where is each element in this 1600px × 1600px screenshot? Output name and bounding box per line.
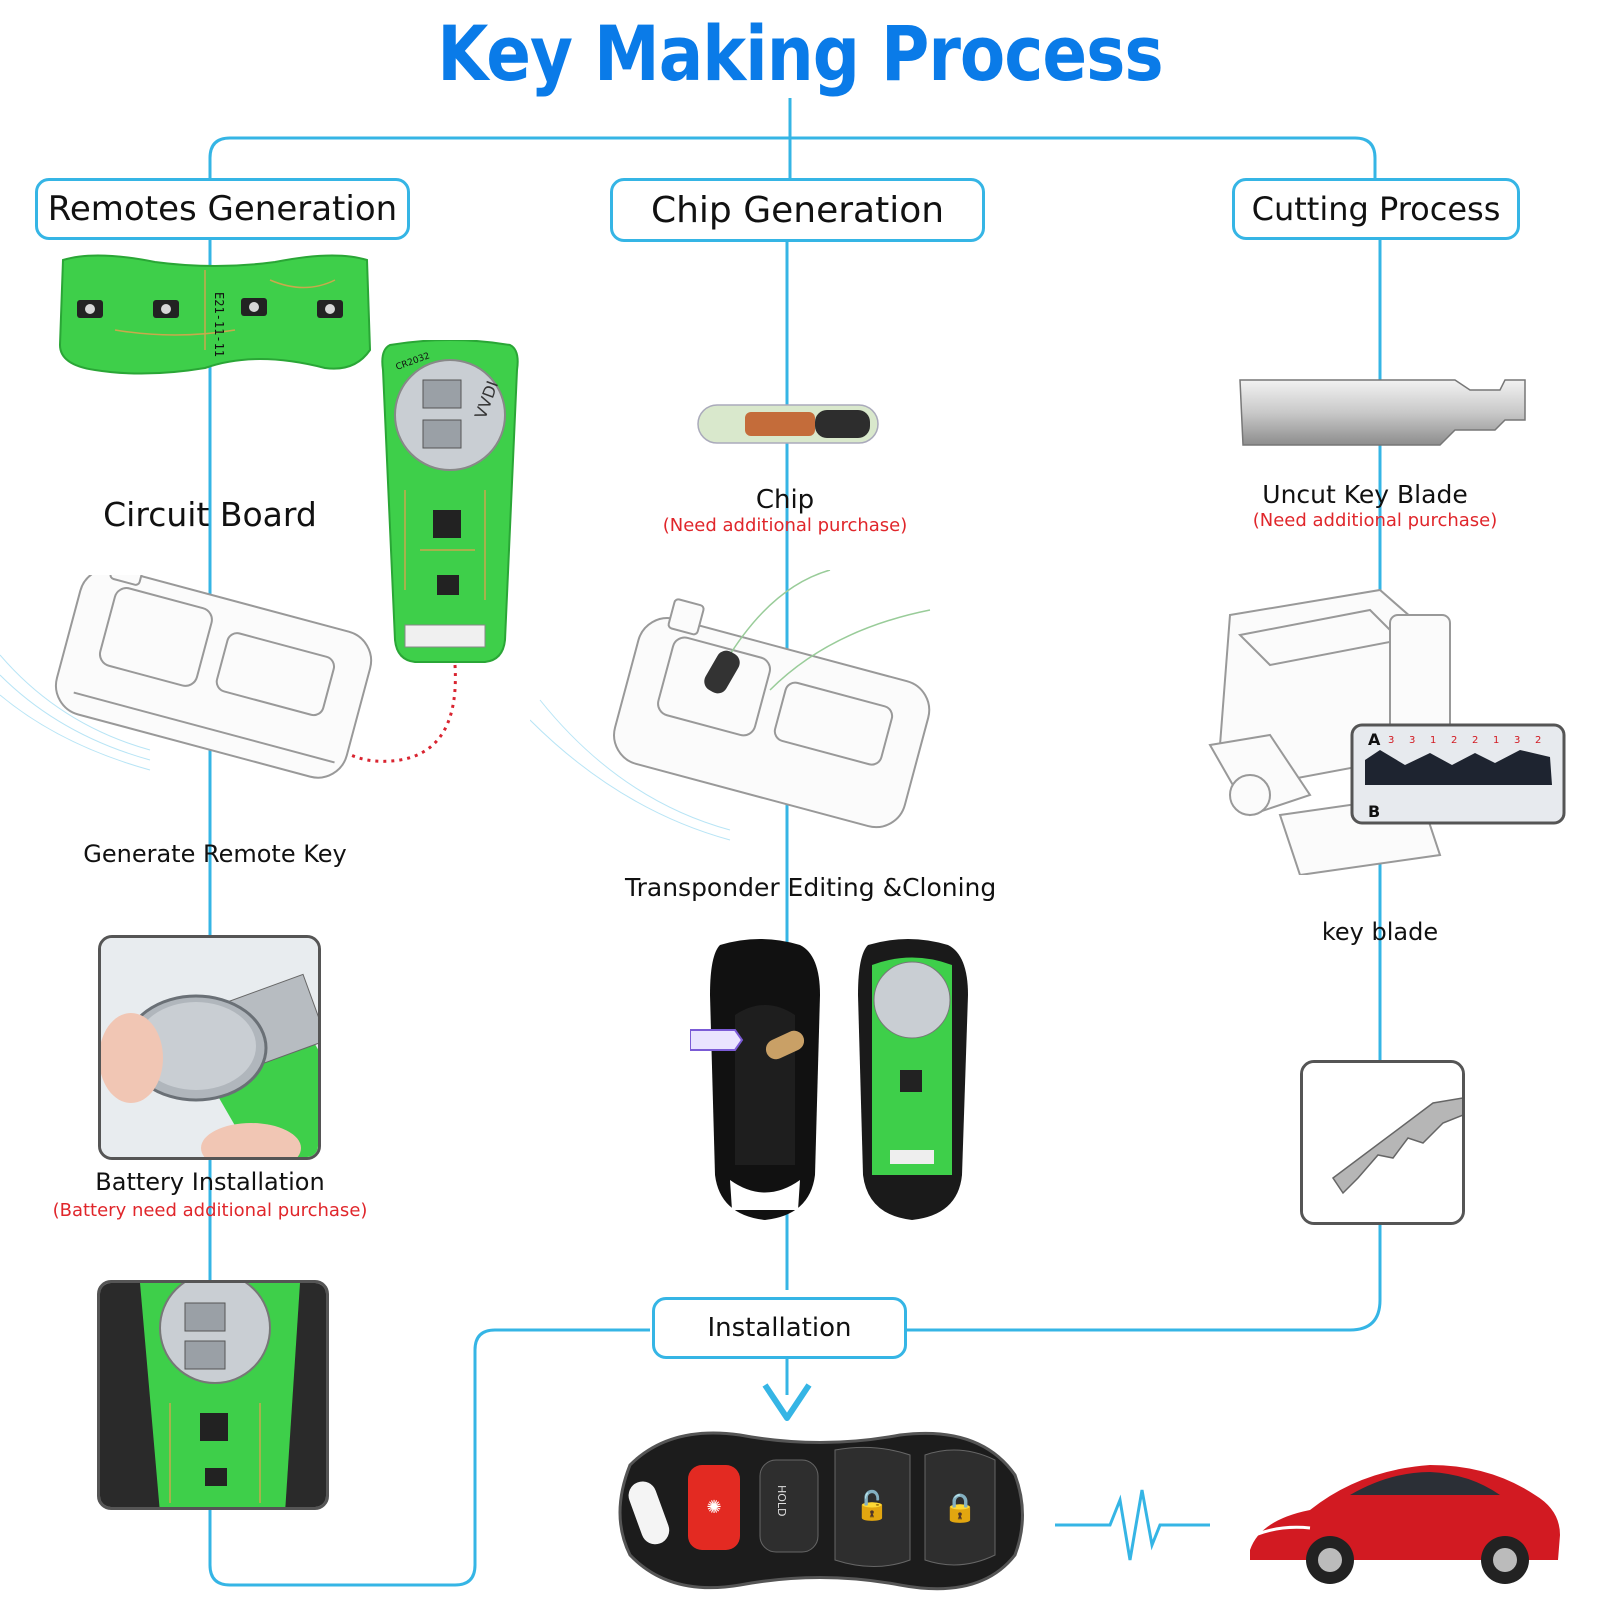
cut-depth-5: 2 — [1472, 735, 1478, 746]
connector-icon — [404, 624, 486, 648]
panic-button — [688, 1465, 740, 1550]
blade-purchase-note: (Need additional purchase) — [1252, 510, 1498, 531]
svg-text:✺: ✺ — [706, 1497, 721, 1518]
lock-button — [924, 1449, 996, 1566]
profile-side-b: B — [1368, 802, 1380, 821]
installed-board-photo — [97, 1280, 329, 1510]
battery-installation-photo — [98, 935, 321, 1160]
circuit-board-label: Circuit Board — [103, 495, 317, 534]
uncut-key-blade-image — [1239, 379, 1526, 446]
top-branch-line — [208, 136, 1377, 178]
svg-text:🔓: 🔓 — [855, 1489, 890, 1522]
cut-key-blade-photo — [1300, 1060, 1465, 1225]
chip-in-shell-icon — [765, 1030, 805, 1060]
battery-installation-label: Battery Installation — [95, 1168, 325, 1196]
remotes-to-install-line — [208, 1328, 650, 1587]
key-profile-shape — [1365, 750, 1552, 785]
key-profile-panel: A B 3 3 1 2 2 1 3 2 — [1350, 723, 1566, 825]
cut-depth-3: 1 — [1430, 735, 1436, 746]
key-cutting-machine-image: A B 3 3 1 2 2 1 3 2 — [1208, 588, 1566, 875]
remote-circuit-board-vertical: VVDI CR2032 — [381, 340, 519, 663]
pointing-hand-icon — [690, 1029, 744, 1051]
cutting-to-install-line — [905, 240, 1382, 1332]
cutting-process-heading: Cutting Process — [1232, 178, 1520, 240]
battery-purchase-note: (Battery need additional purchase) — [52, 1200, 368, 1221]
cut-depth-4: 2 — [1451, 735, 1457, 746]
cut-depth-1: 3 — [1388, 735, 1394, 746]
chip-icon — [433, 510, 461, 538]
profile-side-a: A — [1368, 730, 1381, 749]
key-tool-device-left — [0, 575, 373, 779]
chip-coil-icon — [745, 412, 815, 436]
unlock-button — [834, 1446, 911, 1567]
chip-label: Chip — [755, 485, 815, 515]
hold-text: HOLD — [775, 1485, 788, 1517]
cut-depth-7: 3 — [1514, 735, 1520, 746]
cut-depth-6: 1 — [1493, 735, 1499, 746]
installation-heading: Installation — [652, 1297, 907, 1359]
pcb-code-text: E21-11-11 — [212, 292, 226, 357]
key-blade-label: key blade — [1321, 918, 1439, 946]
svg-text:🔒: 🔒 — [943, 1491, 978, 1524]
generate-remote-key-label: Generate Remote Key — [83, 840, 347, 868]
trunk-button — [759, 1459, 819, 1553]
chip-generation-heading: Chip Generation — [610, 178, 985, 242]
signal-pulse-icon — [1055, 1489, 1210, 1561]
uncut-key-blade-label: Uncut Key Blade — [1262, 480, 1468, 509]
cut-depth-labels: 3 3 1 2 2 1 3 2 — [1388, 735, 1541, 746]
remote-circuit-board-flat: E21-11-11 — [58, 254, 372, 375]
remote-shells-image — [690, 939, 968, 1220]
remotes-generation-heading: Remotes Generation — [35, 178, 410, 240]
install-arrow-icon — [762, 1383, 812, 1421]
page-title: Key Making Process — [437, 10, 1163, 99]
connection-dots — [334, 664, 457, 763]
cut-depth-2: 3 — [1409, 735, 1415, 746]
chip-purchase-note: (Need additional purchase) — [662, 515, 908, 536]
red-car-image — [1250, 1465, 1560, 1584]
cut-depth-8: 2 — [1535, 735, 1541, 746]
transponder-editing-label: Transponder Editing &Cloning — [625, 873, 997, 902]
transponder-chip-image — [697, 404, 879, 444]
finished-remote-key-image: ✺ HOLD 🔓 🔒 — [618, 1431, 1024, 1591]
key-tool-device-center — [530, 570, 931, 841]
